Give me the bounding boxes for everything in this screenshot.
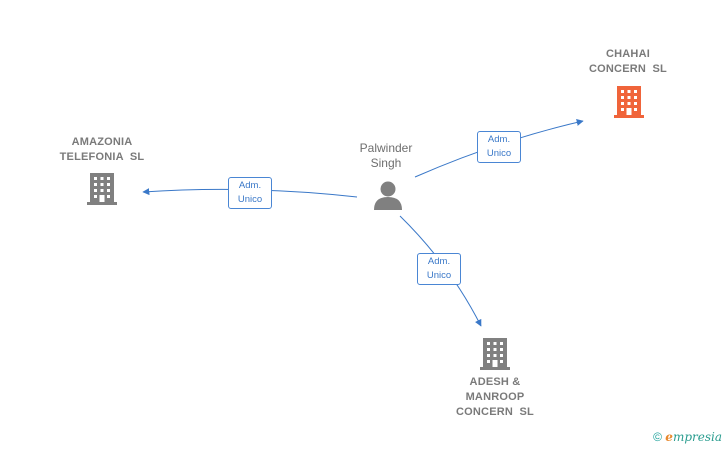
logo-initial: e: [665, 430, 673, 444]
copyright-symbol: ©: [653, 430, 662, 444]
node-label-amazonia[interactable]: AMAZONIA TELEFONIA SL: [44, 135, 160, 165]
building-icon-adesh[interactable]: [480, 336, 510, 370]
node-label-line: CONCERN SL: [456, 406, 534, 418]
logo-rest: mpresia: [672, 430, 722, 444]
badge-line: Adm.: [487, 134, 511, 145]
node-label-line: ADESH &: [469, 376, 521, 388]
node-label-line: AMAZONIA: [71, 136, 133, 148]
badge-line: Unico: [237, 194, 263, 205]
building-icon-chahai[interactable]: [614, 84, 644, 118]
node-label-person[interactable]: Palwinder Singh: [340, 141, 432, 171]
node-label-line: Singh: [370, 156, 402, 170]
empresia-logo: empresia: [665, 430, 722, 444]
node-label-line: CHAHAI: [606, 48, 650, 60]
building-icon-amazonia[interactable]: [87, 171, 117, 205]
edge-badge-chahai[interactable]: Adm. Unico: [477, 131, 521, 163]
person-icon[interactable]: [372, 180, 404, 210]
edge-badge-adesh[interactable]: Adm. Unico: [417, 253, 461, 285]
empresia-watermark: © empresia: [653, 430, 722, 444]
node-label-line: TELEFONIA SL: [59, 151, 145, 163]
badge-line: Adm.: [238, 180, 262, 191]
node-label-chahai[interactable]: CHAHAI CONCERN SL: [576, 47, 680, 77]
node-label-line: CONCERN SL: [589, 63, 667, 75]
badge-line: Unico: [486, 148, 512, 159]
badge-line: Adm.: [427, 256, 451, 267]
node-label-line: Palwinder: [359, 141, 413, 155]
badge-line: Unico: [426, 270, 452, 281]
edge-badge-amazonia[interactable]: Adm. Unico: [228, 177, 272, 209]
node-label-adesh[interactable]: ADESH & MANROOP CONCERN SL: [440, 375, 550, 420]
node-label-line: MANROOP: [465, 391, 525, 403]
